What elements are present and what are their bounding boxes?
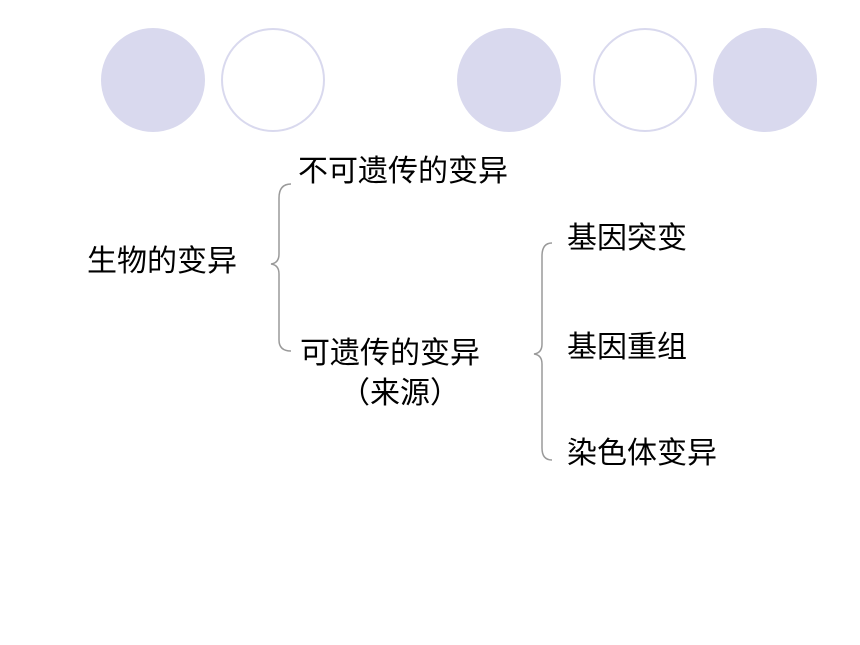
source-gene-mutation: 基因突变 — [567, 221, 687, 256]
decor-circle-5 — [713, 28, 817, 132]
decor-circle-3 — [457, 28, 561, 132]
decor-circle-1 — [101, 28, 205, 132]
heritable-label: 可遗传的变异 — [300, 336, 480, 371]
non-heritable-label: 不可遗传的变异 — [298, 154, 508, 189]
root-label: 生物的变异 — [87, 244, 237, 279]
brace-root — [270, 183, 292, 352]
source-gene-recombination: 基因重组 — [567, 330, 687, 365]
heritable-note: （来源） — [340, 376, 460, 411]
decor-circle-2 — [221, 28, 325, 132]
brace-sources — [533, 242, 553, 461]
decor-circle-4 — [593, 28, 697, 132]
source-chromosome-variation: 染色体变异 — [567, 436, 717, 471]
